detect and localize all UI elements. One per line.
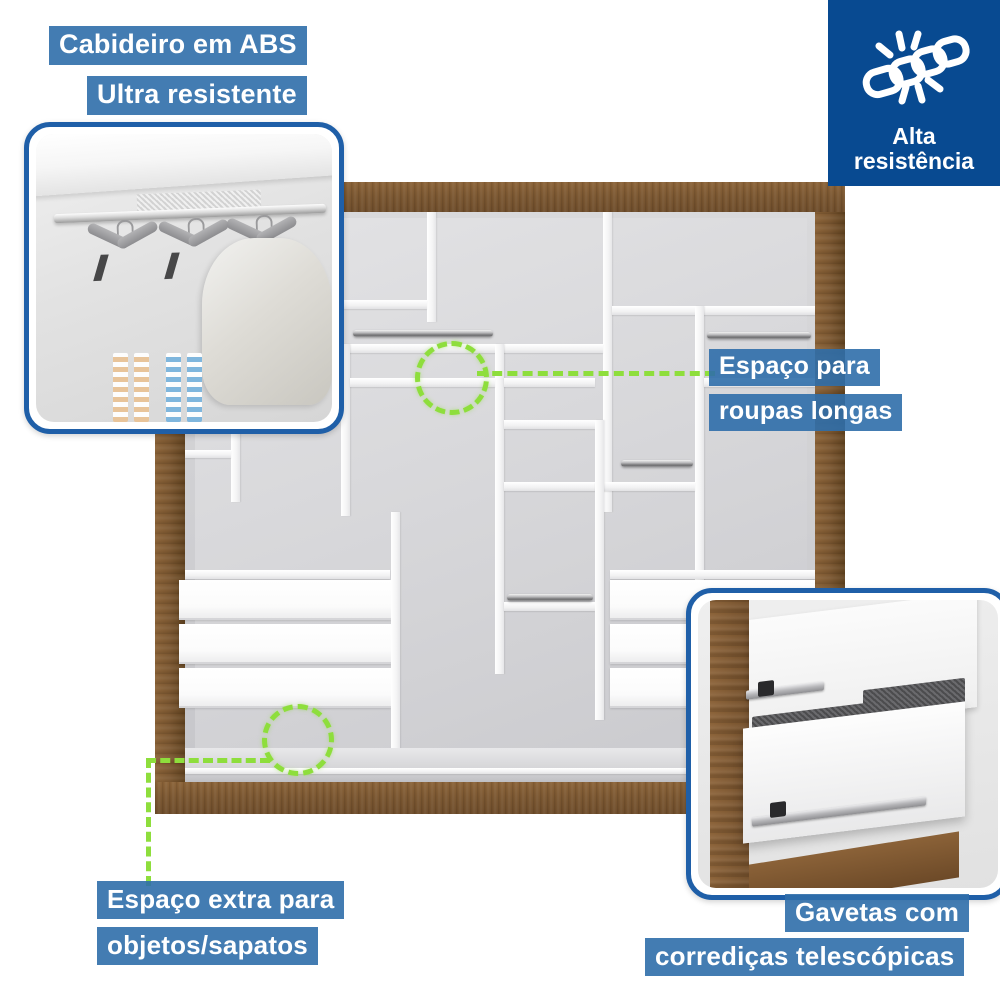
- vertical-divider-6: [695, 306, 704, 696]
- hanger-inner-bar: [93, 253, 161, 282]
- bottom-edge: [185, 768, 815, 774]
- badge-caption-line2: resistência: [853, 148, 975, 175]
- shelf-left-3: [185, 450, 231, 458]
- shelf-mid-e: [504, 482, 595, 491]
- shelf-top-b: [240, 344, 603, 353]
- slide-clip-upper: [758, 679, 774, 697]
- photo-fabric-strip-4: [186, 352, 202, 422]
- drawer-stack-top-shelf: [185, 570, 390, 579]
- hanger-rail-left: [353, 330, 493, 337]
- vertical-divider-5: [495, 344, 504, 674]
- callout-label-drawers-line2: corrediças telescópicas: [645, 938, 965, 976]
- photo-fabric-strip-2: [133, 352, 149, 422]
- vertical-divider-4: [341, 344, 350, 516]
- shelf-mid-f: [504, 602, 595, 611]
- broken-chain-icon: [862, 30, 970, 105]
- drawer-stack-right-shelf: [610, 570, 815, 579]
- vertical-divider-2: [427, 212, 436, 322]
- drawer-left-1[interactable]: [179, 580, 391, 620]
- vertical-divider-8: [391, 512, 400, 782]
- photo-fabric-strip-3: [166, 352, 182, 422]
- shelf-mid-g: [595, 482, 695, 491]
- high-resistance-badge: Alta resistência: [828, 0, 1000, 186]
- telescopic-drawer-photo: [686, 588, 1000, 900]
- badge-caption-line1: Alta: [892, 123, 936, 150]
- callout-label-long-clothes-line2: roupas longas: [709, 394, 903, 431]
- shelf-mid-d: [504, 420, 595, 429]
- hanger-rail-right: [707, 332, 811, 339]
- callout-circle-long-clothes: [415, 341, 489, 415]
- hanger-body: [86, 219, 161, 287]
- hanger-photo-scene: [36, 134, 332, 422]
- callout-line-shoes-horizontal: [146, 758, 270, 763]
- slide-clip-lower: [770, 800, 786, 818]
- hanger-rail-low: [507, 594, 593, 601]
- photo-fabric-strip-1: [112, 352, 128, 422]
- photo-hanger-1: [86, 219, 161, 317]
- callout-label-abs-line2: Ultra resistente: [87, 76, 307, 115]
- shelf-mid-b: [504, 378, 595, 387]
- callout-circle-shoes: [262, 704, 334, 776]
- drawer-photo-wood-post: [710, 600, 749, 888]
- shelf-top-c: [612, 306, 815, 315]
- callout-label-abs-line1: Cabideiro em ABS: [49, 26, 307, 65]
- callout-line-long-clothes: [477, 371, 715, 376]
- vertical-divider-7: [595, 420, 604, 720]
- drawer-left-2[interactable]: [179, 624, 391, 664]
- badge-caption: Alta resistência: [828, 124, 1000, 174]
- hanger-rail-mid: [621, 460, 693, 467]
- hanger-rail-photo: [24, 122, 344, 434]
- drawer-photo-scene: [698, 600, 998, 888]
- callout-line-shoes-vertical: [146, 758, 151, 886]
- vertical-divider-3: [603, 212, 612, 512]
- callout-label-drawers-line1: Gavetas com: [785, 894, 970, 932]
- callout-label-long-clothes-line1: Espaço para: [709, 349, 880, 386]
- photo-garment: [201, 237, 332, 405]
- callout-label-shoes-line1: Espaço extra para: [97, 881, 345, 919]
- drawer-left-3[interactable]: [179, 668, 391, 708]
- callout-label-shoes-line2: objetos/sapatos: [97, 927, 318, 965]
